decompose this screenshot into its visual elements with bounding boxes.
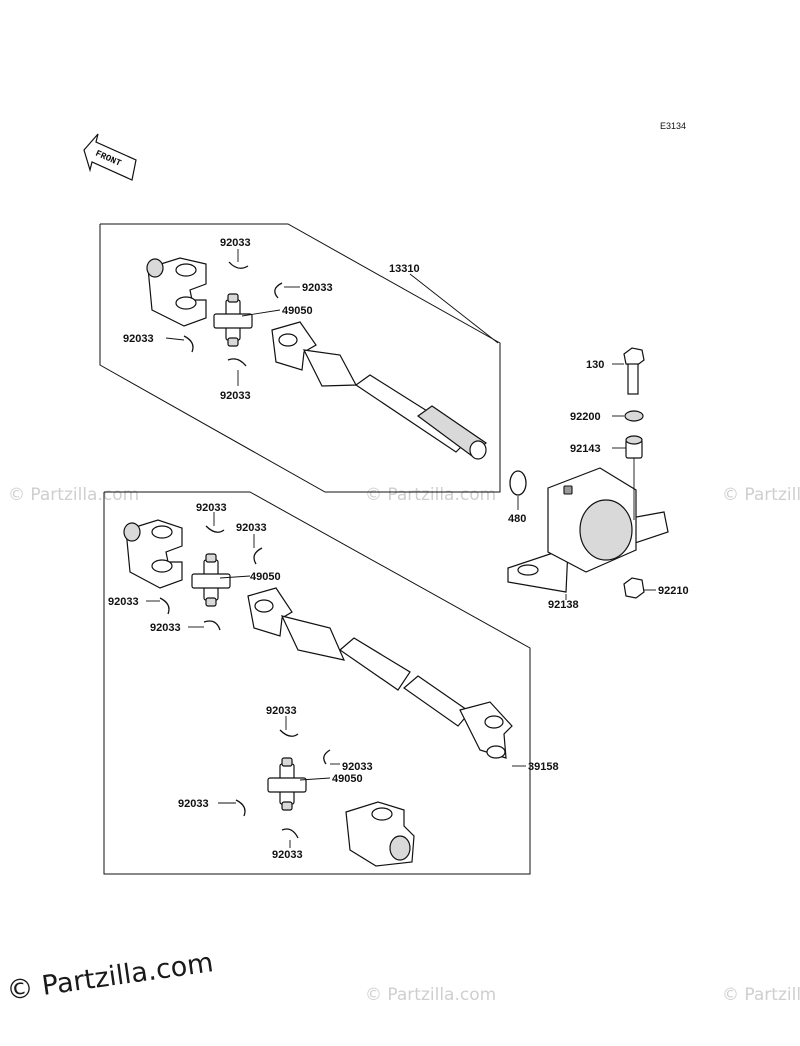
- upper-clip-1: [228, 261, 249, 269]
- upper-cross-joint: [213, 293, 253, 347]
- label-lower-clip-7: 92033: [178, 798, 209, 810]
- lower-clip-4: [203, 620, 221, 631]
- lower-clip-6: [323, 749, 331, 765]
- label-lower-clip-6: 92033: [342, 761, 373, 773]
- label-lower-shaft: 39158: [528, 761, 559, 773]
- upper-clip-2: [274, 282, 283, 299]
- label-lower-clip-4: 92033: [150, 622, 181, 634]
- label-upper-clip-4: 92033: [220, 390, 251, 402]
- watermarks: © Partzilla.com © Partzilla.com © Partzi…: [5, 485, 800, 1007]
- circlip-icon: [509, 470, 527, 496]
- lower-cross-joint-b: [267, 757, 307, 811]
- lower-yoke-left: [123, 519, 183, 589]
- lower-drive-shaft: [247, 587, 513, 759]
- bearing-housing: [507, 467, 669, 593]
- lower-assembly-frame: [103, 491, 531, 875]
- label-upper-shaft: 13310: [389, 263, 420, 275]
- watermark-bottom-right: © Partzilla.com: [722, 985, 800, 1005]
- label-circlip: 480: [508, 513, 526, 525]
- lower-clip-5: [279, 729, 299, 737]
- label-upper-joint: 49050: [282, 305, 313, 317]
- bolt-icon: [623, 347, 645, 395]
- lower-cross-joint-a: [191, 553, 231, 607]
- label-lower-clip-3: 92033: [108, 596, 139, 608]
- watermark-right: © Partzilla.com: [722, 485, 800, 505]
- lower-clip-8: [281, 828, 299, 839]
- label-lower-clip-1: 92033: [196, 502, 227, 514]
- watermark-center: © Partzilla.com: [365, 485, 496, 505]
- label-lower-clip-5: 92033: [266, 705, 297, 717]
- label-upper-clip-1: 92033: [220, 237, 251, 249]
- label-lower-joint-a: 49050: [250, 571, 281, 583]
- collar-icon: [625, 435, 643, 459]
- label-bearing: 92138: [548, 599, 579, 611]
- label-lower-clip-2: 92033: [236, 522, 267, 534]
- upper-clip-4: [227, 358, 247, 367]
- upper-yoke-left: [146, 257, 207, 327]
- label-lower-joint-b: 49050: [332, 773, 363, 785]
- label-lower-clip-8: 92033: [272, 849, 303, 861]
- lower-yoke-right: [345, 801, 415, 867]
- washer-icon: [624, 410, 644, 422]
- watermark-bottom-center: © Partzilla.com: [365, 985, 496, 1005]
- upper-clip-3: [183, 335, 194, 353]
- nut-icon: [623, 577, 645, 599]
- label-nut: 92210: [658, 585, 689, 597]
- label-washer: 92200: [570, 411, 601, 423]
- lower-clip-2: [253, 547, 263, 565]
- upper-assembly-frame: [99, 223, 501, 493]
- label-upper-clip-2: 92033: [302, 282, 333, 294]
- lower-clip-3: [159, 597, 170, 615]
- lower-clip-1: [205, 525, 225, 533]
- watermark-left: © Partzilla.com: [8, 485, 139, 505]
- label-bolt: 130: [586, 359, 604, 371]
- upper-drive-shaft: [271, 321, 487, 460]
- label-upper-clip-3: 92033: [123, 333, 154, 345]
- diagram-code: E3134: [660, 121, 686, 131]
- watermark-brand: © Partzilla.com: [5, 947, 216, 1007]
- label-collar: 92143: [570, 443, 601, 455]
- lower-clip-7: [235, 799, 246, 817]
- front-arrow-icon: FRONT: [83, 133, 137, 181]
